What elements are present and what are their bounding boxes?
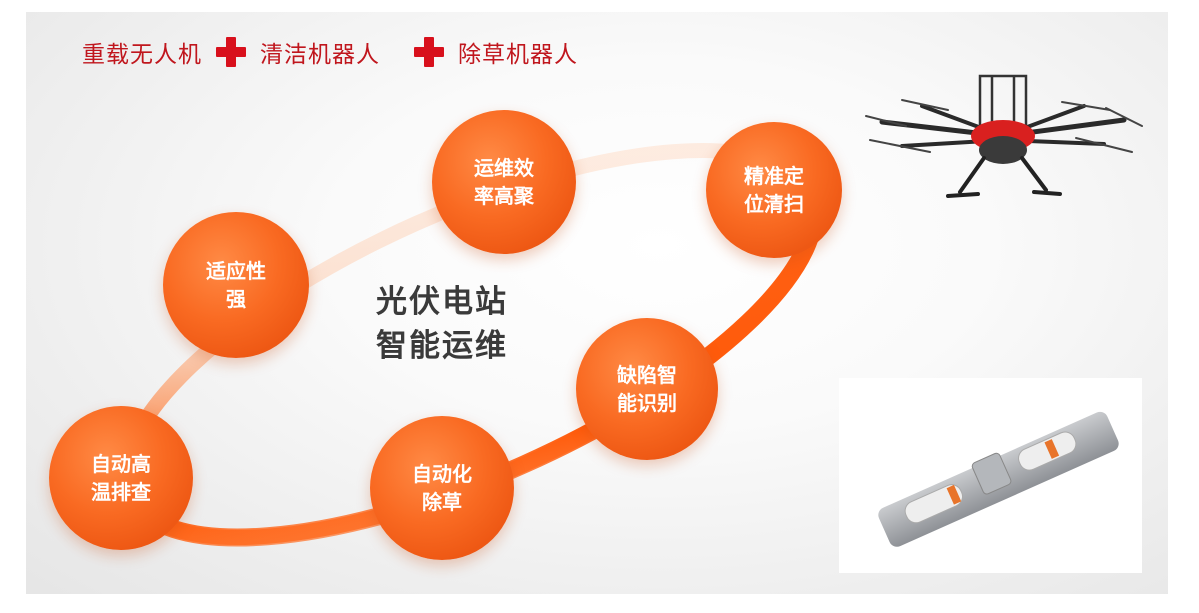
node-positioning: 精准定 位清扫 [706,122,842,258]
node-temperature-line1: 自动高 [91,452,151,476]
node-adaptability-line2: 强 [226,287,246,311]
header-item-drone: 重载无人机 [82,42,202,68]
node-defect-line2: 能识别 [617,391,677,415]
center-title-line1: 光伏电站 [376,284,508,320]
robot-center-module [971,452,1012,495]
drone-image [865,74,1143,198]
plus-icon [414,37,444,67]
header-bar: 重载无人机 清洁机器人 除草机器人 [82,32,578,72]
drone-tank [979,136,1027,164]
header-item-cleaning-robot: 清洁机器人 [260,42,380,68]
center-title: 光伏电站 智能运维 [376,280,536,368]
node-defect-line1: 缺陷智 [617,363,677,387]
header-item-weeding-robot: 除草机器人 [458,42,578,68]
node-defect: 缺陷智 能识别 [576,318,718,460]
node-weeding-line2: 除草 [422,490,462,514]
robot-brush-left [904,484,964,524]
plus-icon [216,37,246,67]
top-margin [0,0,1199,12]
node-weeding-line1: 自动化 [412,462,472,486]
node-efficiency-line1: 运维效 [474,156,534,180]
robot-accent-left [946,484,962,505]
node-positioning-line1: 精准定 [744,164,804,188]
node-temperature-line2: 温排查 [91,480,151,504]
node-weeding: 自动化 除草 [370,416,514,560]
node-temperature: 自动高 温排查 [49,406,193,550]
bottom-margin [0,594,1199,613]
drone-propellers [865,99,1143,153]
robot-image-panel [839,378,1142,573]
right-margin [1168,0,1199,613]
ring-front-arc [121,189,824,547]
node-efficiency-line2: 率高聚 [474,184,534,208]
cleaning-robot-image [878,411,1119,547]
drone-landing-gear [946,156,1062,198]
center-title-line2: 智能运维 [376,328,508,364]
robot-brush-right [1018,431,1077,471]
node-adaptability-line1: 适应性 [206,259,266,283]
node-adaptability: 适应性 强 [163,212,309,358]
robot-accent-right [1044,439,1060,459]
left-margin [0,0,26,613]
node-positioning-line2: 位清扫 [744,192,804,216]
node-efficiency: 运维效 率高聚 [432,110,576,254]
